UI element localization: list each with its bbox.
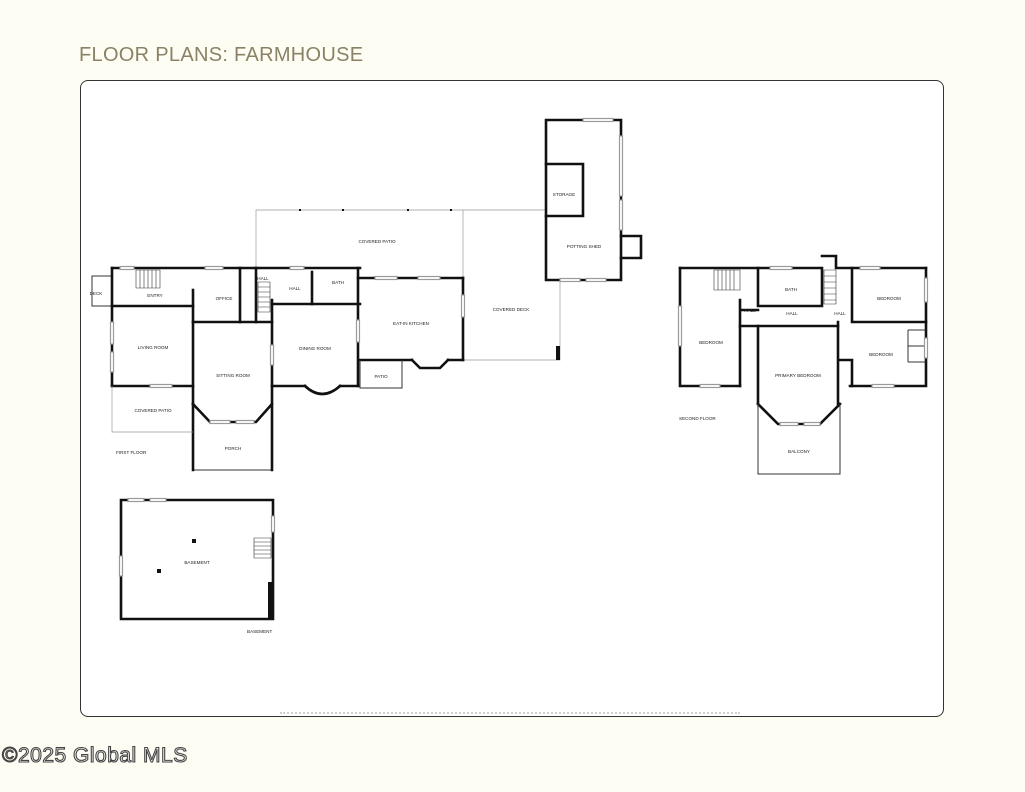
label-bedroom-3: BEDROOM xyxy=(869,352,893,357)
label-second-floor: SECOND FLOOR xyxy=(679,416,716,421)
page-title: FLOOR PLANS: FARMHOUSE xyxy=(79,44,364,66)
label-bath-1: BATH xyxy=(332,280,344,285)
label-primary-bedroom: PRIMARY BEDROOM xyxy=(775,373,821,378)
floor-plan-frame xyxy=(80,80,944,717)
label-bedroom-2: BEDROOM xyxy=(699,340,723,345)
label-dining-room: DINING ROOM xyxy=(299,346,331,351)
label-basement-floor: BASEMENT xyxy=(247,629,272,634)
label-deck: DECK xyxy=(90,291,104,296)
covered-patio-left-outline xyxy=(111,386,193,433)
label-porch: PORCH xyxy=(225,446,242,451)
label-entry: ENTRY xyxy=(147,293,163,298)
label-bedroom-1: BEDROOM xyxy=(877,296,901,301)
faint-disclaimer-line xyxy=(280,712,740,720)
label-basement-room: BASEMENT xyxy=(184,560,209,565)
potting-shed-plan: STORAGE POTTING SHED xyxy=(544,117,643,283)
basement-plan: BASEMENT BASEMENT xyxy=(118,497,276,634)
label-storage: STORAGE xyxy=(553,192,575,197)
label-hall-5: HALL xyxy=(834,311,846,316)
covered-deck-outline xyxy=(463,280,561,361)
watermark: ©2025 Global MLS xyxy=(1,743,188,767)
first-floor-stairs xyxy=(135,269,271,313)
label-patio: PATIO xyxy=(374,374,388,379)
label-bath-2: BATH xyxy=(785,287,797,292)
balcony-outline xyxy=(757,404,841,475)
label-hall-2: HALL xyxy=(289,286,301,291)
basement-stairs xyxy=(253,537,272,559)
deck-outline xyxy=(91,275,112,307)
label-balcony: BALCONY xyxy=(788,449,810,454)
label-sitting-room: SITTING ROOM xyxy=(216,373,250,378)
label-covered-deck: COVERED DECK xyxy=(493,307,531,312)
covered-patio-outline xyxy=(255,209,546,278)
label-potting-shed: POTTING SHED xyxy=(567,244,602,249)
second-floor-stairs xyxy=(713,269,837,305)
label-hall-4: HALL xyxy=(786,311,798,316)
label-first-floor: FIRST FLOOR xyxy=(116,450,147,455)
label-hall-1: HALL xyxy=(257,276,269,281)
label-living-room: LIVING ROOM xyxy=(138,345,169,350)
label-eat-in-kitchen: EAT-IN KITCHEN xyxy=(393,321,429,326)
label-office: OFFICE xyxy=(216,296,233,301)
label-hall-3: HALL xyxy=(744,308,756,313)
label-covered-patio-left: COVERED PATIO xyxy=(134,408,172,413)
first-floor-plan: DECK ENTRY OFFICE HALL HALL BATH COVERED… xyxy=(90,209,561,472)
label-covered-patio-top: COVERED PATIO xyxy=(358,239,396,244)
second-floor-plan: BATH HALL HALL HALL BEDROOM BEDROOM BEDR… xyxy=(677,254,929,475)
